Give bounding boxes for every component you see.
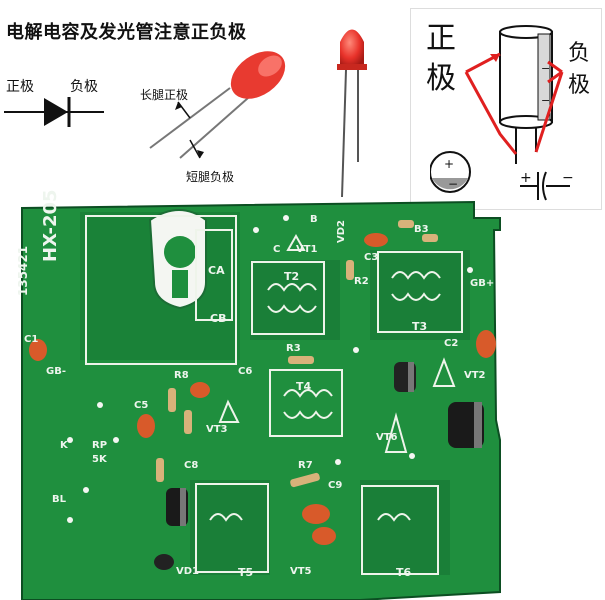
capacitor-negative-label-2: 极 [568,73,591,98]
pcb-label-rp: RP [92,440,108,451]
pcb-label-c1: C1 [24,334,39,345]
pcb-label-c6: C6 [238,366,253,377]
pcb-model-text: HX-205 [40,189,61,262]
pcb-label-r7: R7 [298,460,313,471]
pcb-label-gbminus: GB- [46,366,66,377]
pcb-label-c5: C5 [134,400,149,411]
diode-positive-label: 正极 [6,79,34,95]
pcb-label-t3: T3 [412,320,428,333]
pcb-board [21,200,501,600]
capacitor-positive-label-2: 极 [426,61,456,96]
diode-symbol [4,97,104,127]
cap-symbol-plus: + [520,170,532,186]
svg-text:−: − [541,94,550,107]
pcb-label-t5: T5 [238,566,254,579]
pcb-label-c: C [273,244,281,255]
pcb-label-r8: R8 [174,370,189,381]
capacitor-drawing: − − + − [430,25,570,201]
pcb-label-t6: T6 [396,566,412,579]
pcb-label-vd2: VD2 [336,220,347,243]
pcb-label-b3: B3 [414,224,429,235]
svg-text:+: + [444,157,454,171]
pcb-label-c3: C3 [364,252,379,263]
pcb-label-vd1: VD1 [176,566,199,577]
pcb-label-vt2: VT2 [464,370,486,381]
led-short-leg-label: 短腿负极 [186,170,235,184]
pcb-label-k: K [60,440,68,451]
pcb-label-vt3: VT3 [206,424,228,435]
pcb-label-c2: C2 [444,338,459,349]
pcb-label-vt6: VT6 [376,432,398,443]
pcb-label-bl: BL [52,494,66,505]
pcb-label-c9: C9 [328,480,343,491]
pcb-label-b: B [310,214,318,225]
pcb-label-vt1: VT1 [296,244,318,255]
led-photo [337,29,367,197]
pcb-label-r2: R2 [354,276,369,287]
capacitor-negative-label-1: 负 [568,41,591,66]
capacitor-positive-label-1: 正 [426,21,456,56]
pcb-label-ca: CA [208,264,225,277]
pcb-label-t4: T4 [296,380,312,393]
svg-text:−: − [541,62,550,75]
pcb-label-t2: T2 [284,270,300,283]
svg-text:−: − [448,177,458,191]
pcb-label-vt5: VT5 [290,566,312,577]
pcb-label-cb: CB [210,312,227,325]
diode-negative-label: 负极 [70,79,98,95]
led-drawing [149,51,286,159]
pcb-label-r3: R3 [286,343,301,354]
pcb-serial-text: 135421 [16,245,30,296]
led-long-leg-label: 长腿正极 [140,88,189,102]
page-title: 电解电容及发光管注意正负极 [6,22,247,43]
pcb-label-c8: C8 [184,460,199,471]
pcb-label-gbplus: GB+ [470,278,495,289]
cap-symbol-minus: − [562,170,574,186]
pcb-label-5k: 5K [92,454,107,465]
